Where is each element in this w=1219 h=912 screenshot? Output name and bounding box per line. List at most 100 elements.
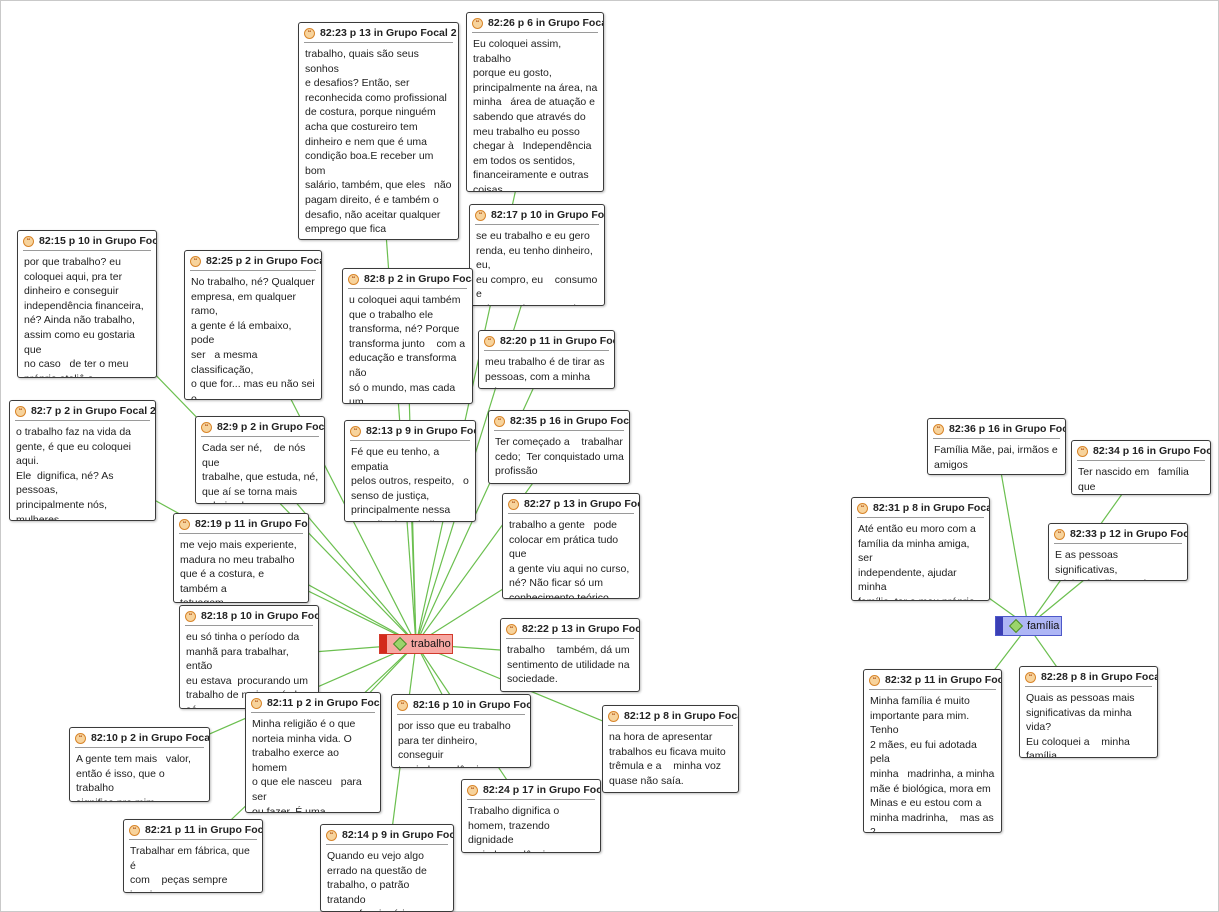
quotation-header: “82:20 p 11 in Grupo Focal 2 xyxy=(484,335,614,351)
quotation-card[interactable]: “82:12 p 8 in Grupo Focal 2na hora de ap… xyxy=(602,705,739,793)
quotation-icon: “ xyxy=(484,335,495,347)
quotation-id: 82:8 p 2 in Grupo Focal 2 xyxy=(364,273,472,285)
quotation-id: 82:26 p 6 in Grupo Focal 2 xyxy=(488,17,603,29)
quotation-id: 82:21 p 11 in Grupo Focal 2 xyxy=(145,824,263,836)
quotation-icon: “ xyxy=(467,784,478,796)
code-node-trabalho[interactable]: trabalho xyxy=(379,634,453,654)
quotation-text: o trabalho faz na vida da gente, é que e… xyxy=(16,426,132,521)
quotation-icon: “ xyxy=(475,209,486,221)
quotation-id: 82:14 p 9 in Grupo Focal 2 xyxy=(342,829,453,841)
quotation-card[interactable]: “ 82:17 p 10 in Grupo Focal 2 se eu trabal… xyxy=(469,204,605,306)
quotation-header: “ 82:26 p 6 in Grupo Focal 2 xyxy=(472,17,603,33)
quotation-card[interactable]: “ 82:9 p 2 in Grupo Focal 2 Cada ser né, d… xyxy=(195,416,325,504)
quotation-header: “82:36 p 16 in Grupo Focal 2 xyxy=(933,423,1065,439)
quotation-card[interactable]: “82:24 p 17 in Grupo Focal 2Trabalho dig… xyxy=(461,779,601,853)
quotation-text: Cada ser né, de nós que trabalhe, que es… xyxy=(202,442,319,503)
quotation-card[interactable]: “82:31 p 8 in Grupo Focal 2Até então eu … xyxy=(851,497,990,601)
quotation-card[interactable]: “82:36 p 16 in Grupo Focal 2Família Mãe,… xyxy=(927,418,1066,475)
quotation-text: A gente tem mais valor, então é isso, qu… xyxy=(76,753,191,801)
quotation-text: Ter nascido em família que prezam valore… xyxy=(1078,466,1189,493)
quotation-header: “ 82:18 p 10 in Grupo Focal 2 xyxy=(185,610,318,626)
quotation-icon: “ xyxy=(869,674,880,686)
quotation-id: 82:16 p 10 in Grupo Focal 2 xyxy=(413,699,530,711)
quotation-text: Trabalhar em fábrica, que é com peças se… xyxy=(130,845,250,892)
quotation-icon: “ xyxy=(251,697,262,709)
quotation-header: “ 82:14 p 9 in Grupo Focal 2 xyxy=(326,829,453,845)
quotation-id: 82:15 p 10 in Grupo Focal 2 xyxy=(39,235,156,247)
quotation-header: “82:35 p 16 in Grupo Focal 2 xyxy=(494,415,629,431)
quotation-header: “ 82:32 p 11 in Grupo Focal 2 xyxy=(869,674,1001,690)
quotation-text: trabalho também, dá um sentimento de uti… xyxy=(507,644,630,686)
quotation-id: 82:32 p 11 in Grupo Focal 2 xyxy=(885,674,1001,686)
quotation-text: na hora de apresentar trabalhos eu ficav… xyxy=(609,731,726,787)
quotation-id: 82:9 p 2 in Grupo Focal 2 xyxy=(217,421,325,433)
quotation-card[interactable]: “82:35 p 16 in Grupo Focal 2Ter começado… xyxy=(488,410,630,484)
link-line xyxy=(415,101,536,645)
quotation-text: trabalho, quais são seus sonhos e desafi… xyxy=(305,48,452,239)
quotation-header: “82:11 p 2 in Grupo Focal 2 xyxy=(251,697,380,713)
quotation-card[interactable]: “ 82:14 p 9 in Grupo Focal 2 Quando eu vej… xyxy=(320,824,454,912)
quotation-id: 82:7 p 2 in Grupo Focal 2 xyxy=(31,405,156,417)
quotation-icon: “ xyxy=(494,415,505,427)
quotation-card[interactable]: “82:19 p 11 in Grupo Focal 2me vejo mais… xyxy=(173,513,309,603)
quotation-header: “ 82:9 p 2 in Grupo Focal 2 xyxy=(201,421,324,437)
quotation-card[interactable]: “82:26 p 6 in Grupo Focal 2Eu coloquei a… xyxy=(466,12,604,192)
quotation-header: “ 82:28 p 8 in Grupo Focal 2 xyxy=(1025,671,1157,687)
quotation-header: “82:15 p 10 in Grupo Focal 2 xyxy=(23,235,156,251)
quotation-card[interactable]: “82:33 p 12 in Grupo Focal 2E as pessoas… xyxy=(1048,523,1188,581)
quotation-icon: “ xyxy=(1077,445,1088,457)
quotation-header: “82:25 p 2 in Grupo Focal 2 xyxy=(190,255,321,271)
quotation-id: 82:18 p 10 in Grupo Focal 2 xyxy=(201,610,318,622)
quotation-id: 82:31 p 8 in Grupo Focal 2 xyxy=(873,502,989,514)
quotation-icon: “ xyxy=(185,610,196,622)
quotation-header: “ 82:8 p 2 in Grupo Focal 2 xyxy=(348,273,472,289)
quotation-card[interactable]: “ 82:32 p 11 in Grupo Focal 2 Minha famíli… xyxy=(863,669,1002,833)
quotation-text: se eu trabalho e eu gero renda, eu tenho… xyxy=(476,230,598,305)
quotation-id: 82:22 p 13 in Grupo Focal 2 xyxy=(522,623,639,635)
quotation-text: E as pessoas significativas, minha famíl… xyxy=(1055,549,1166,580)
quotation-id: 82:28 p 8 in Grupo Focal 2 xyxy=(1041,671,1157,683)
quotation-header: “82:10 p 2 in Grupo Focal 2 xyxy=(75,732,209,748)
code-label: trabalho xyxy=(411,638,451,650)
quotation-icon: “ xyxy=(857,502,868,514)
quotation-card[interactable]: “82:25 p 2 in Grupo Focal 2 No trabalho, … xyxy=(184,250,322,400)
quotation-card[interactable]: “ 82:21 p 11 in Grupo Focal 2 Trabalhar em… xyxy=(123,819,263,893)
quotation-icon: “ xyxy=(1025,671,1036,683)
quotation-text: Minha família é muito importante para mi… xyxy=(870,695,995,833)
quotation-icon: “ xyxy=(350,425,361,437)
quotation-card[interactable]: “82:15 p 10 in Grupo Focal 2por que trab… xyxy=(17,230,157,378)
quotation-icon: “ xyxy=(608,710,619,722)
quotation-icon: “ xyxy=(129,824,140,836)
quotation-text: u coloquei aqui também que o trabalho el… xyxy=(349,294,466,404)
code-diamond-icon xyxy=(392,636,408,652)
quotation-icon: “ xyxy=(348,273,359,285)
quotation-icon: “ xyxy=(201,421,212,433)
quotation-icon: “ xyxy=(304,27,315,39)
quotation-card[interactable]: “82:20 p 11 in Grupo Focal 2 meu trabalho… xyxy=(478,330,615,389)
quotation-card[interactable]: “82:18 p 10 in Grupo Focal 2eu só tinha … xyxy=(179,605,319,709)
quotation-icon: “ xyxy=(472,17,483,29)
quotation-text: No trabalho, né? Qualquer empresa, em qu… xyxy=(191,276,315,400)
quotation-id: 82:27 p 13 in Grupo Focal 2 xyxy=(524,498,639,510)
quotation-card[interactable]: “82:28 p 8 in Grupo Focal 2Quais as pess… xyxy=(1019,666,1158,758)
quotation-card[interactable]: “ 82:8 p 2 in Grupo Focal 2 u coloquei aqu… xyxy=(342,268,473,404)
quotation-id: 82:17 p 10 in Grupo Focal 2 xyxy=(491,209,605,221)
quotation-card[interactable]: “82:34 p 16 in Grupo Focal 2Ter nascido … xyxy=(1071,440,1211,495)
link-line xyxy=(995,446,1029,627)
quotation-icon: “ xyxy=(326,829,337,841)
quotation-text: meu trabalho é de tirar as pessoas, com … xyxy=(485,356,605,388)
quotation-card[interactable]: “82:10 p 2 in Grupo Focal 2 A gente tem m… xyxy=(69,727,210,802)
quotation-card[interactable]: “82:13 p 9 in Grupo Focal 2Fé que eu ten… xyxy=(344,420,476,522)
quotation-id: 82:10 p 2 in Grupo Focal 2 xyxy=(91,732,210,744)
quotation-header: “82:24 p 17 in Grupo Focal 2 xyxy=(467,784,600,800)
code-node-familia[interactable]: família xyxy=(995,616,1062,636)
quotation-header: “82:19 p 11 in Grupo Focal 2 xyxy=(179,518,308,534)
quotation-text: Fé que eu tenho, a empatia pelos outros,… xyxy=(351,446,469,521)
quotation-card[interactable]: “82:11 p 2 in Grupo Focal 2Minha religiã… xyxy=(245,692,381,813)
quotation-card[interactable]: “82:16 p 10 in Grupo Focal 2por isso que… xyxy=(391,694,531,768)
quotation-text: Quando eu vejo algo errado na questão de… xyxy=(327,850,427,911)
